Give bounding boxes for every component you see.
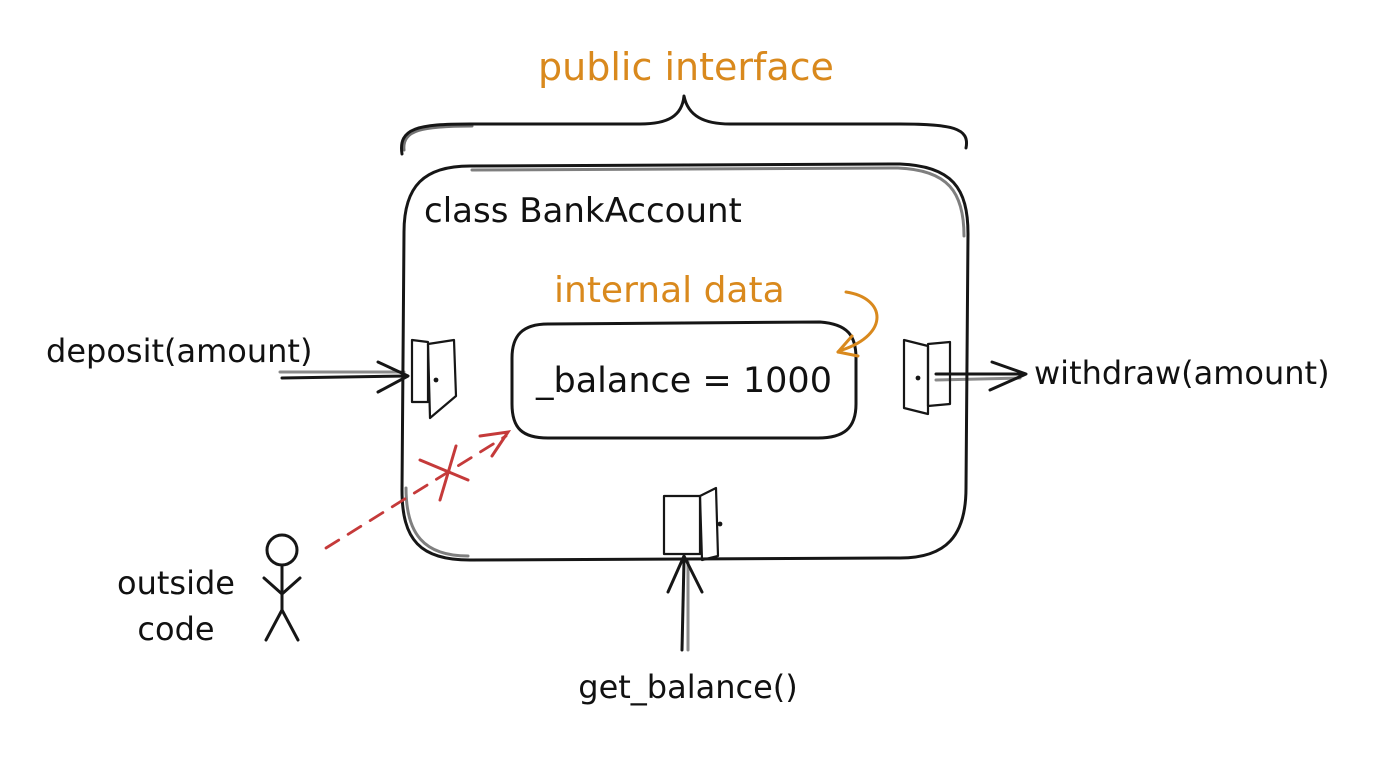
bottom-door-icon (662, 486, 723, 562)
forbidden-x-icon (418, 444, 470, 502)
get-balance-label: get_balance() (578, 668, 798, 706)
internal-data-label: internal data (554, 270, 785, 311)
balance-value: _balance = 1000 (535, 361, 832, 401)
blocked-access-arrow (324, 430, 512, 550)
internal-data-box (510, 320, 858, 440)
outside-code-label-line1: outside (117, 564, 235, 602)
withdraw-label: withdraw(amount) (1034, 354, 1330, 392)
left-door-icon (410, 338, 458, 420)
deposit-arrow (278, 360, 410, 394)
right-door-icon (902, 338, 952, 416)
public-interface-label: public interface (538, 45, 834, 89)
withdraw-arrow (934, 360, 1028, 392)
get-balance-arrow (666, 554, 704, 652)
public-interface-brace (400, 94, 969, 156)
outside-code-figure-icon (262, 533, 302, 642)
class-box (400, 162, 970, 562)
outside-code-label-line2: code (137, 610, 214, 648)
class-name-label: class BankAccount (424, 191, 742, 231)
internal-data-arrow (836, 290, 879, 358)
deposit-label: deposit(amount) (46, 332, 312, 370)
